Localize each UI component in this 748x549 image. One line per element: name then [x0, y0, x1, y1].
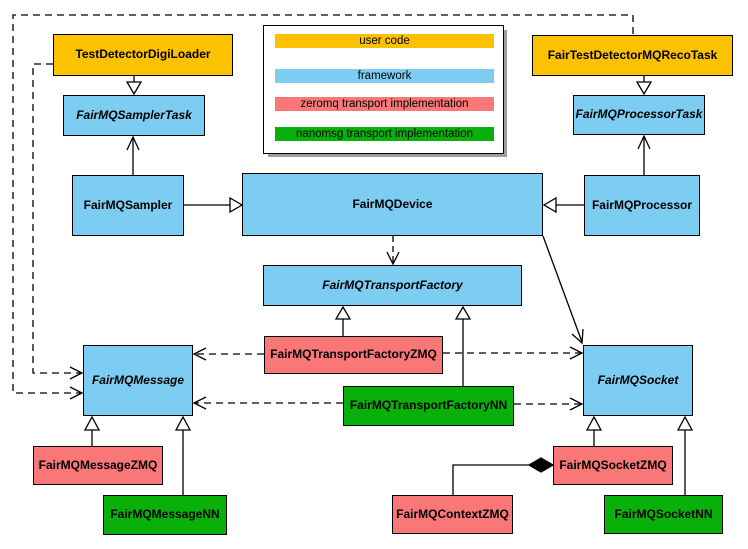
legend-label-user-code: user code: [359, 35, 410, 47]
edge-inheritance-digiloader-samplertask: [125, 76, 143, 96]
class-box-fairmqmessagenn: FairMQMessageNN: [103, 495, 227, 535]
edge-inheritance-messagezmq-message: [83, 415, 101, 446]
legend-label-framework: framework: [357, 70, 412, 82]
class-box-fairmqprocessor: FairMQProcessor: [584, 175, 700, 236]
class-box-fairtestdetectormqrecotask: FairTestDetectorMQRecoTask: [532, 35, 733, 76]
class-box-fairmqtransportfactoryzmq: FairMQTransportFactoryZMQ: [264, 336, 443, 374]
legend-swatch-framework: framework: [275, 69, 494, 83]
edge-dependency-tfzmq-socket: [443, 346, 584, 360]
class-box-fairmqsocket: FairMQSocket: [583, 345, 693, 416]
class-box-fairmqtransportfactory: FairMQTransportFactory: [263, 265, 522, 306]
class-box-fairmqsocketzmq: FairMQSocketZMQ: [553, 446, 673, 485]
edge-dependency-tfzmq-message: [192, 347, 264, 361]
class-box-fairmqsamplertask: FairMQSamplerTask: [63, 95, 205, 136]
edge-dependency-device-transportfactory: [386, 236, 400, 266]
edge-dependency-recotask-message: [12, 14, 634, 400]
edge-association-processor-processortask: [637, 134, 651, 175]
edge-inheritance-recotask-processortask: [635, 76, 653, 96]
class-box-fairmqmessagezmq: FairMQMessageZMQ: [33, 446, 163, 485]
edge-association-sampler-samplertask: [126, 135, 140, 175]
edge-dependency-tfnn-message: [192, 396, 343, 410]
edge-inheritance-messagenn-message: [174, 415, 192, 495]
edge-inheritance-tfzmq-transportfactory: [334, 305, 352, 336]
class-box-fairmqsocketnn: FairMQSocketNN: [604, 495, 723, 534]
legend-label-nanomsg: nanomsg transport implementation: [295, 128, 474, 140]
class-box-fairmqtransportfactorynn: FairMQTransportFactoryNN: [343, 386, 514, 426]
edge-dependency-digiloader-message: [32, 63, 84, 380]
class-box-testdetectordigiloader: TestDetectorDigiLoader: [53, 34, 233, 76]
edge-composition-contextzmq-socketzmq: [452, 457, 555, 495]
class-box-fairmqdevice: FairMQDevice: [242, 173, 543, 236]
legend-label-zeromq: zeromq transport implementation: [300, 98, 469, 110]
legend-swatch-nanomsg: nanomsg transport implementation: [275, 127, 494, 141]
class-box-fairmqmessage: FairMQMessage: [83, 345, 193, 416]
legend-swatch-zeromq: zeromq transport implementation: [275, 97, 494, 111]
edge-association-device-socket: [542, 235, 584, 345]
edge-dependency-tfnn-socket: [514, 397, 584, 411]
legend: user code framework zeromq transport imp…: [263, 25, 504, 154]
legend-swatch-user-code: user code: [275, 34, 494, 48]
class-box-fairmqcontextzmq: FairMQContextZMQ: [392, 495, 513, 534]
class-box-fairmqsampler: FairMQSampler: [72, 175, 184, 236]
edge-inheritance-socketnn-socket: [676, 415, 694, 495]
edge-inheritance-tfnn-transportfactory: [454, 305, 472, 386]
class-box-fairmqprocessortask: FairMQProcessorTask: [573, 95, 705, 135]
edge-inheritance-socketzmq-socket: [585, 415, 603, 446]
edge-inheritance-sampler-device: [184, 196, 244, 214]
edge-inheritance-processor-device: [542, 196, 584, 214]
